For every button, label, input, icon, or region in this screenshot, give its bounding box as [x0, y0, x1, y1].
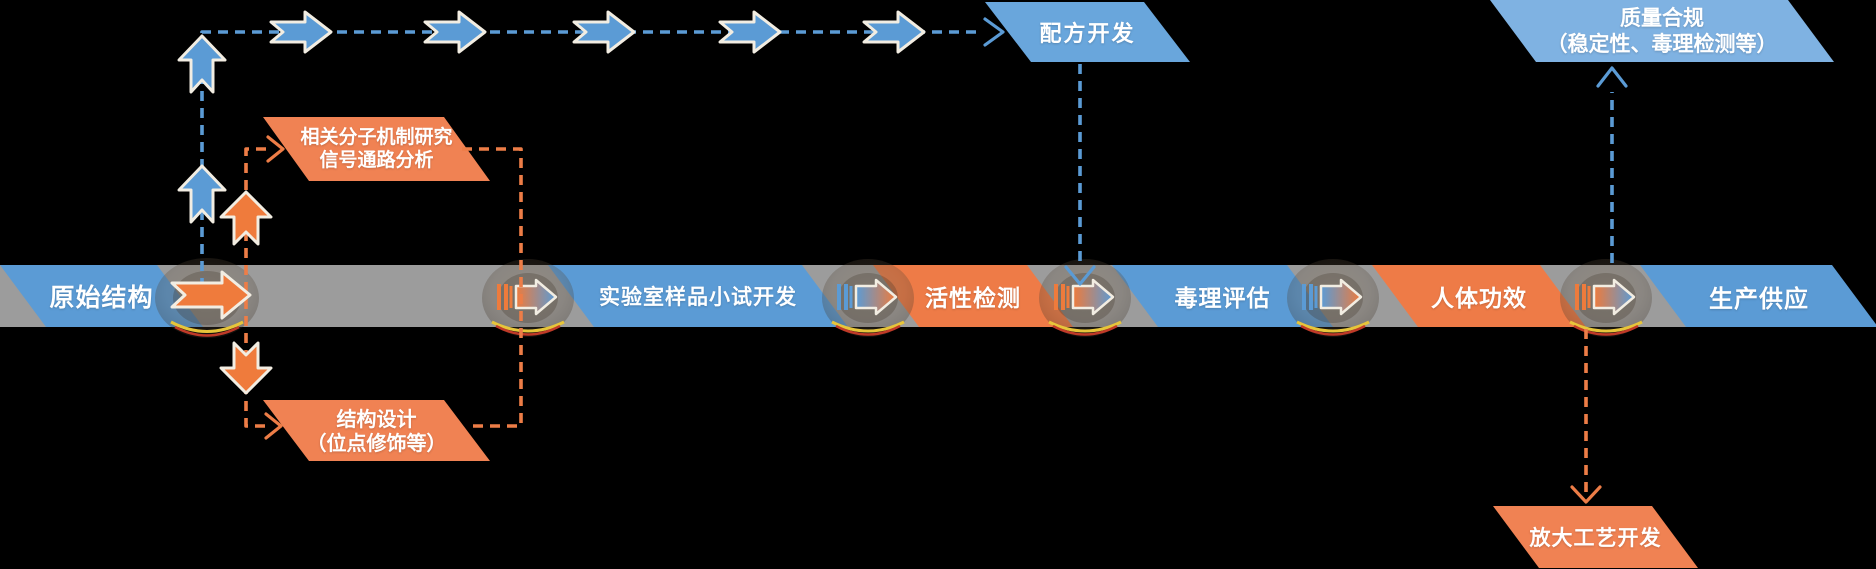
transition-coin-icons — [155, 258, 1652, 338]
up-arrow-icon — [177, 164, 227, 224]
dashed-arrowheads — [264, 17, 1628, 504]
stage-label: 生产供应 — [1709, 284, 1809, 313]
gradient-arrow-icon — [1054, 278, 1115, 316]
connector-mechanism-loop-left — [244, 147, 266, 428]
node-label-line2: （位点修饰等） — [306, 430, 447, 455]
stage-production-supply: 生产供应 — [1640, 265, 1876, 327]
flow-arrows-vertical-blue — [177, 34, 227, 224]
node-label-line2: 信号通路分析 — [319, 149, 434, 171]
down-arrow-icon — [219, 341, 273, 395]
node-quality-compliance: 质量合规 （稳定性、毒理检测等） — [1490, 0, 1834, 62]
arrowhead-right-icon — [266, 135, 285, 163]
big-flow-arrows — [170, 10, 926, 395]
stage-label: 毒理评估 — [1174, 286, 1271, 312]
arrowhead-down-icon — [1570, 485, 1602, 504]
right-arrow-icon — [862, 10, 926, 54]
right-arrow-icon — [572, 10, 636, 54]
stage-label: 活性检测 — [925, 286, 1021, 312]
stage-label: 实验室样品小试开发 — [599, 285, 797, 309]
gradient-arrow-icon — [1302, 278, 1363, 316]
node-label-line2: （稳定性、毒理检测等） — [1546, 32, 1778, 56]
arrowhead-right-icon — [983, 17, 1005, 47]
stage-label: 人体功效 — [1431, 286, 1527, 312]
connector-to-formula-dev — [200, 30, 978, 288]
up-arrow-icon — [177, 34, 227, 94]
stage-lab-pilot-development: 实验室样品小试开发 — [548, 265, 848, 327]
gradient-arrow-icon — [497, 278, 558, 316]
gradient-arrow-icon — [1575, 278, 1636, 316]
coin-transition-arrow-icons — [497, 278, 1636, 316]
node-label-line1: 结构设计 — [336, 406, 417, 431]
dashed-connectors — [200, 30, 1614, 496]
flow-arrows-top-line — [269, 10, 926, 54]
node-label: 配方开发 — [1039, 22, 1136, 47]
gradient-arrow-icon — [837, 278, 898, 316]
arrowhead-right-icon — [264, 412, 283, 440]
node-label: 放大工艺开发 — [1529, 526, 1662, 550]
up-arrow-icon — [219, 190, 273, 246]
node-label-line1: 质量合规 — [1620, 6, 1704, 30]
right-arrow-icon — [423, 10, 487, 54]
right-arrow-icon — [718, 10, 782, 54]
stage-label: 原始结构 — [49, 283, 154, 312]
band-start-arrow-icon — [170, 270, 252, 320]
right-arrow-icon — [269, 10, 333, 54]
node-label-line1: 相关分子机制研究 — [300, 126, 453, 148]
flow-arrows-vertical-orange — [219, 190, 273, 395]
connector-mechanism-structure-right-loop — [462, 147, 523, 428]
arrowhead-down-icon — [1064, 265, 1096, 286]
arrowhead-up-icon — [1596, 66, 1628, 88]
